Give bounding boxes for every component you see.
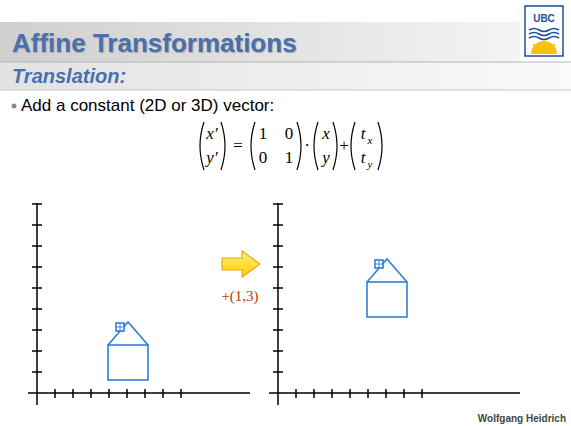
equation-symbol: x′	[206, 125, 217, 144]
equation-symbol: y	[322, 149, 330, 168]
block-arrow	[222, 251, 260, 277]
equation-symbol: 1	[259, 125, 268, 144]
logo-text: UBC	[533, 13, 555, 24]
equation-symbol: x	[368, 134, 373, 146]
equation-symbol: +	[339, 137, 349, 156]
equation-parentheses	[200, 122, 382, 170]
bullet-text: Add a constant (2D or 3D) vector:	[21, 97, 274, 116]
section-heading: Translation:	[12, 65, 126, 87]
equation-symbol: =	[233, 137, 243, 156]
translation-amount: +(1,3)	[221, 288, 258, 305]
bullet-dot	[12, 104, 17, 109]
band-rule	[0, 90, 571, 91]
slide-title: Affine Transformations	[12, 29, 297, 58]
title-band	[0, 22, 520, 62]
house-translated	[367, 259, 407, 317]
equation-symbol: 0	[285, 125, 294, 144]
equation-symbol: y′	[206, 149, 217, 168]
ubc-logo	[525, 6, 563, 56]
equation-symbol: t	[361, 149, 366, 168]
coordinate-axes	[28, 203, 520, 405]
author-credit: Wolfgang Heidrich	[478, 413, 566, 424]
house-original	[108, 322, 148, 380]
equation-symbol: y	[368, 158, 373, 170]
subtitle-band	[0, 62, 571, 90]
band-rule	[0, 62, 571, 63]
equation-symbol: x	[322, 125, 330, 144]
equation-symbol: 0	[259, 149, 268, 168]
equation-symbol: t	[361, 125, 366, 144]
equation-symbol: 1	[285, 149, 294, 168]
equation-symbol: ·	[304, 137, 310, 156]
